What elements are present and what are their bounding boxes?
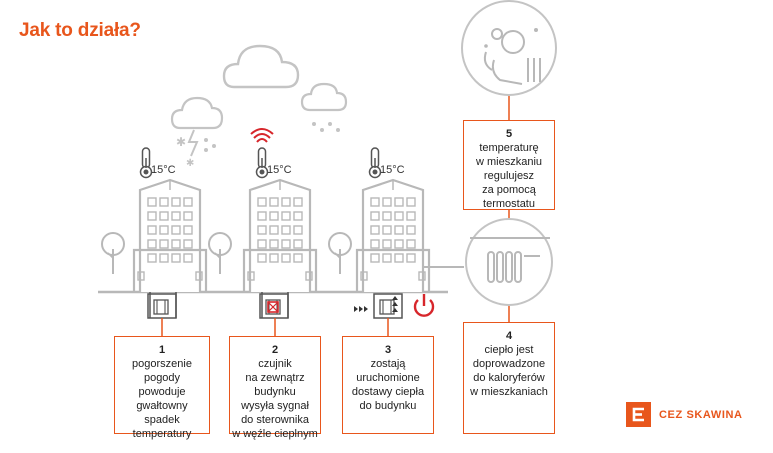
cez-logo-mark bbox=[626, 402, 651, 427]
step-box-2: 2 czujnik na zewnątrz budynku wysyła syg… bbox=[229, 336, 321, 440]
step-text: zostają uruchomione dostawy ciepła do bu… bbox=[351, 358, 425, 412]
cez-logo: CEZ SKAWINA bbox=[626, 402, 743, 427]
step-number: 2 bbox=[271, 344, 279, 356]
cloud-icon bbox=[300, 82, 348, 112]
step-number: 5 bbox=[505, 128, 513, 140]
thermometer-icon bbox=[139, 147, 153, 179]
signal-icon bbox=[250, 128, 274, 143]
building-3 bbox=[357, 180, 429, 292]
radiator-illustration bbox=[465, 218, 553, 306]
tree-icon bbox=[208, 232, 232, 275]
snowflake-icon: ✱ bbox=[186, 158, 194, 169]
cez-logo-text: CEZ SKAWINA bbox=[659, 408, 743, 421]
controller-icon bbox=[267, 301, 279, 313]
power-icon bbox=[413, 294, 435, 317]
step-box-3: 3 zostają uruchomione dostawy ciepła do … bbox=[342, 336, 434, 434]
heat-node-1 bbox=[147, 293, 177, 319]
step-text: czujnik na zewnątrz budynku wysyła sygna… bbox=[232, 358, 318, 440]
step-text: pogorszenie pogody powoduje gwałtowny sp… bbox=[132, 358, 192, 440]
step-number: 3 bbox=[384, 344, 392, 356]
step-box-1: 1 pogorszenie pogody powoduje gwałtowny … bbox=[114, 336, 210, 440]
thermometer-icon bbox=[255, 147, 269, 179]
building-1 bbox=[134, 180, 206, 292]
page-title: Jak to działa? bbox=[19, 20, 141, 41]
temperature-label-3: 15°C bbox=[380, 164, 405, 176]
rain-drops-icon bbox=[312, 122, 340, 132]
thermostat-person-illustration bbox=[461, 0, 557, 96]
temperature-label-2: 15°C bbox=[267, 164, 292, 176]
thermometer-icon bbox=[368, 147, 382, 179]
tree-icon bbox=[328, 232, 352, 275]
temperature-label-1: 15°C bbox=[151, 164, 176, 176]
cloud-icon bbox=[222, 44, 300, 89]
step-number: 1 bbox=[158, 344, 166, 356]
lightning-icon bbox=[187, 129, 199, 157]
snow-icon bbox=[204, 138, 216, 152]
step-box-4: 4 ciepło jest doprowadzone do kaloryferó… bbox=[463, 322, 555, 434]
tree-icon bbox=[101, 232, 125, 275]
step-box-5: 5 temperaturę w mieszkaniu regulujesz za… bbox=[463, 120, 555, 210]
step-number: 4 bbox=[505, 330, 513, 342]
building-2 bbox=[244, 180, 316, 292]
step-text: ciepło jest doprowadzone do kaloryferów … bbox=[470, 344, 548, 398]
step-text: temperaturę w mieszkaniu regulujesz za p… bbox=[475, 142, 543, 210]
flow-arrows-icon bbox=[354, 296, 398, 312]
storm-cloud-icon bbox=[170, 96, 224, 130]
snowflake-icon: ✱ bbox=[176, 135, 186, 149]
